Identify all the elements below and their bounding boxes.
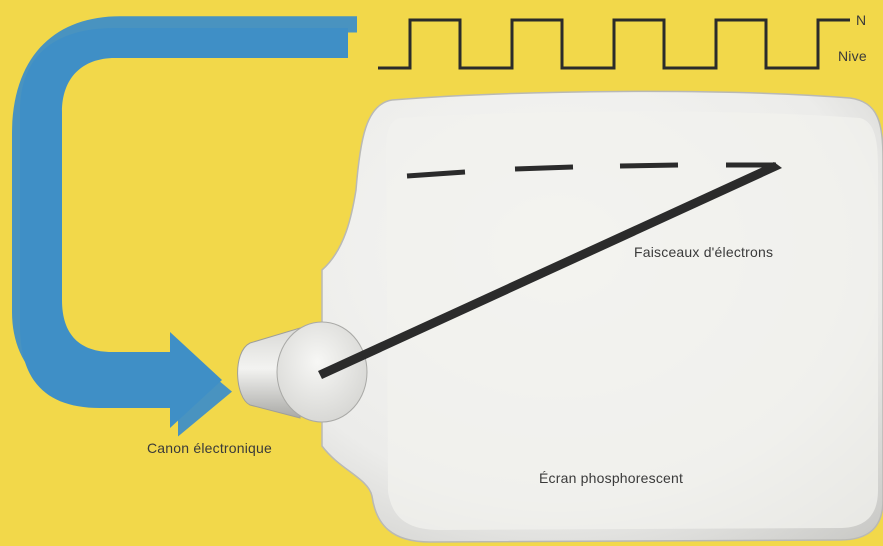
level-low-label: Nive: [838, 48, 867, 64]
beam-label: Faisceaux d'électrons: [634, 244, 773, 260]
scan-dash-3: [620, 165, 678, 166]
scan-dash-2: [515, 167, 573, 169]
square-wave: [378, 20, 850, 68]
gun-label: Canon électronique: [147, 440, 272, 456]
screen-label: Écran phosphorescent: [539, 470, 683, 486]
level-high-label: N: [856, 12, 866, 28]
